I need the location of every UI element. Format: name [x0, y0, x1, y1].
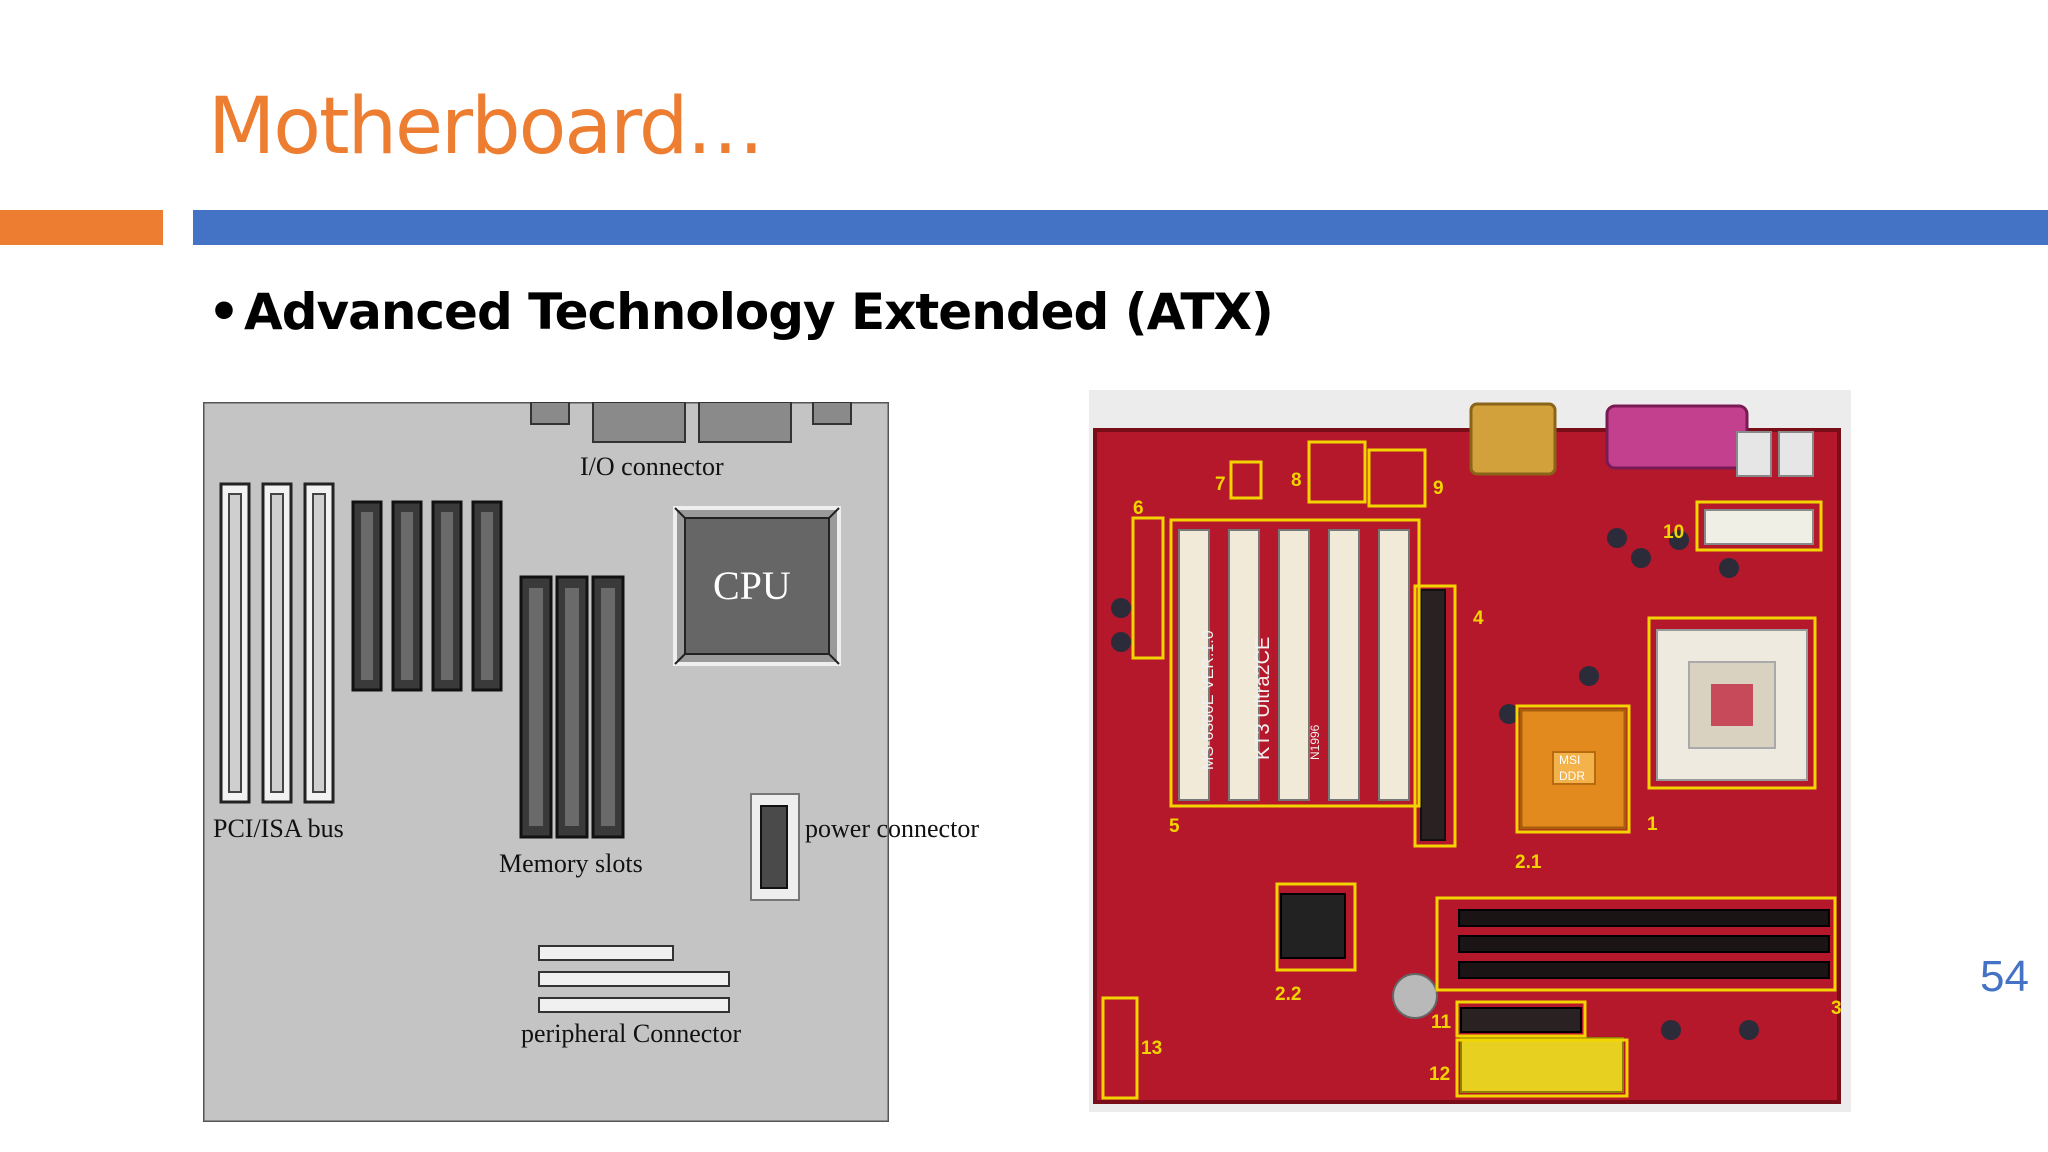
peripheral-connector-label: peripheral Connector	[521, 1019, 742, 1048]
callout-label-13: 13	[1141, 1038, 1162, 1059]
callout-boxes	[1101, 440, 1837, 1100]
callout-label-11: 11	[1431, 1012, 1452, 1033]
atx-schematic-svg	[201, 400, 891, 1124]
power-connector-label: power connector	[805, 814, 979, 843]
callout-label-6: 6	[1133, 498, 1144, 519]
ddr-logo-text: DDR	[1559, 769, 1585, 783]
callout-label-8: 8	[1291, 470, 1302, 491]
pci-slots	[1178, 529, 1410, 801]
callout-label-9: 9	[1433, 478, 1444, 499]
callout-label-2-1: 2.1	[1515, 852, 1542, 873]
isa-dark-slots	[351, 500, 503, 692]
board-serial-text: N1996	[1308, 724, 1322, 760]
atx-schematic-diagram: I/O connector CPU PCI/ISA bus Memory slo…	[201, 400, 979, 1124]
callout-label-3: 3	[1831, 998, 1842, 1019]
accent-bar-blue	[193, 210, 2048, 245]
page-number: 54	[1980, 952, 2029, 1001]
callout-label-1: 1	[1647, 814, 1658, 835]
callout-label-7: 7	[1215, 474, 1226, 495]
cpu-socket	[673, 506, 841, 666]
board-name-text: KT3 Ultra2CE	[1252, 637, 1274, 760]
slide-title: Motherboard…	[208, 82, 764, 172]
callout-label-5: 5	[1169, 816, 1180, 837]
callout-label-10: 10	[1663, 522, 1684, 543]
cpu-label: CPU	[713, 563, 791, 608]
memory-slot-shapes	[519, 575, 625, 839]
memory-slots-label: Memory slots	[499, 849, 643, 878]
pci-isa-bus-label: PCI/ISA bus	[213, 814, 344, 843]
motherboard-photo-svg: MSI DDR MS-6380E VER:1.0 KT3 Ultra2CE N1…	[1089, 390, 1851, 1112]
msi-logo-text: MSI	[1559, 753, 1580, 767]
callout-label-4: 4	[1473, 608, 1484, 629]
callout-label-2-2: 2.2	[1275, 984, 1301, 1005]
board-model-text: MS-6380E VER:1.0	[1200, 630, 1217, 770]
io-connector-label: I/O connector	[580, 452, 724, 481]
bullet-item: •Advanced Technology Extended (ATX)	[208, 282, 1274, 342]
power-connector-shape	[750, 793, 800, 901]
ram-slots	[1458, 909, 1830, 979]
callout-label-12: 12	[1429, 1064, 1450, 1085]
accent-bar-orange	[0, 210, 163, 245]
motherboard-photo: MSI DDR MS-6380E VER:1.0 KT3 Ultra2CE N1…	[1089, 390, 1851, 1112]
bullet-marker: •	[208, 283, 240, 341]
peripheral-connector-shapes	[538, 945, 730, 1013]
pci-isa-slots	[219, 482, 335, 804]
bullet-text: Advanced Technology Extended (ATX)	[244, 283, 1274, 341]
